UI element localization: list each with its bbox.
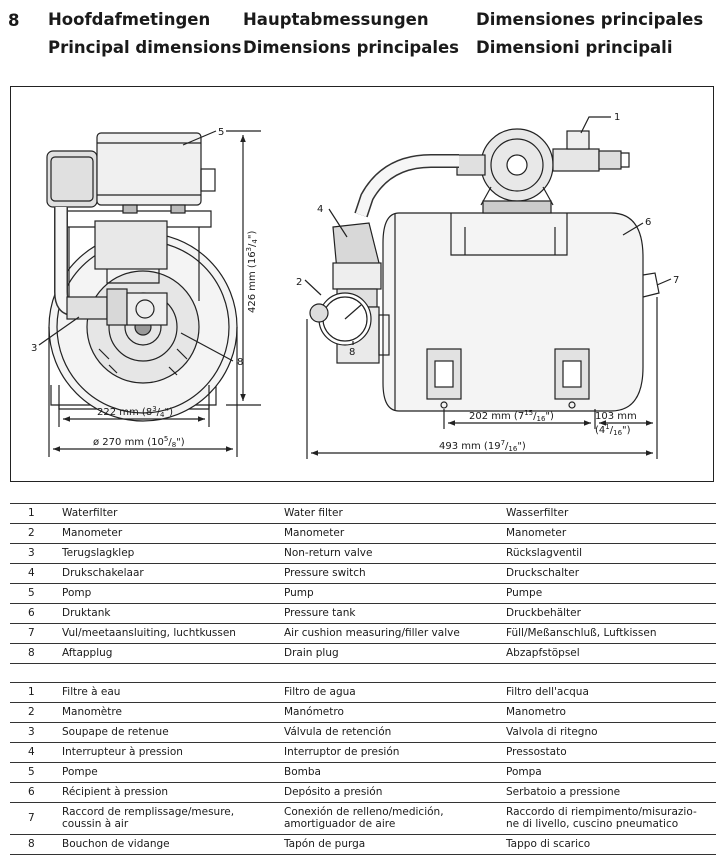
callout-4: 4: [317, 204, 323, 215]
heading-en: Principal dimensions: [48, 38, 242, 57]
dim-202-label: 202 mm (715/16"): [469, 409, 554, 423]
dim-270-label: ø 270 mm (105/8"): [93, 435, 185, 449]
callout-2: 2: [296, 277, 302, 288]
callout-8-right: 8: [349, 347, 355, 358]
callout-6: 6: [645, 217, 651, 228]
dimension-drawing: 5 3 8 1 4 2 8 6 7 426 mm (163/4") 222 mm…: [10, 86, 714, 482]
dim-222-label: 222 mm (83/4"): [97, 405, 173, 419]
callout-5: 5: [218, 127, 224, 138]
heading-col-1: Hoofdafmetingen Principal dimensions: [48, 6, 241, 62]
cell-it-7: Raccordo di riempimento/misurazio-ne di …: [506, 802, 716, 835]
heading-de: Hauptabmessungen: [243, 10, 429, 29]
heading-nl: Hoofdafmetingen: [48, 10, 211, 29]
dim-103-label: 103 mm: [595, 411, 637, 422]
callout-3: 3: [31, 343, 37, 354]
dim-height-label: 426 mm (163/4"): [245, 231, 259, 313]
heading-fr: Dimensions principales: [243, 38, 460, 57]
callout-1: 1: [614, 112, 620, 123]
heading-col-3: Dimensiones principales Dimensioni princ…: [476, 6, 703, 62]
cell-es-7: Conexión de relleno/medición,amortiguado…: [284, 802, 506, 835]
pump-drawing-svg: 5 3 8 1 4 2 8 6 7 426 mm (163/4") 222 mm…: [31, 112, 679, 459]
dim-103-inch-label: (41/16"): [595, 423, 631, 437]
heading-col-2: Hauptabmessungen Dimensions principales: [243, 6, 459, 62]
callout-8-left: 8: [237, 357, 243, 368]
dim-493-label: 493 mm (197/16"): [439, 439, 526, 453]
heading-it: Dimensioni principali: [476, 38, 673, 57]
heading-es: Dimensiones principales: [476, 10, 704, 29]
section-number: 8: [8, 11, 20, 30]
callout-7: 7: [673, 275, 679, 286]
table-row: 7 Raccord de remplissage/mesure,coussin …: [10, 802, 716, 835]
cell-fr-7: Raccord de remplissage/mesure,coussin à …: [62, 802, 284, 835]
